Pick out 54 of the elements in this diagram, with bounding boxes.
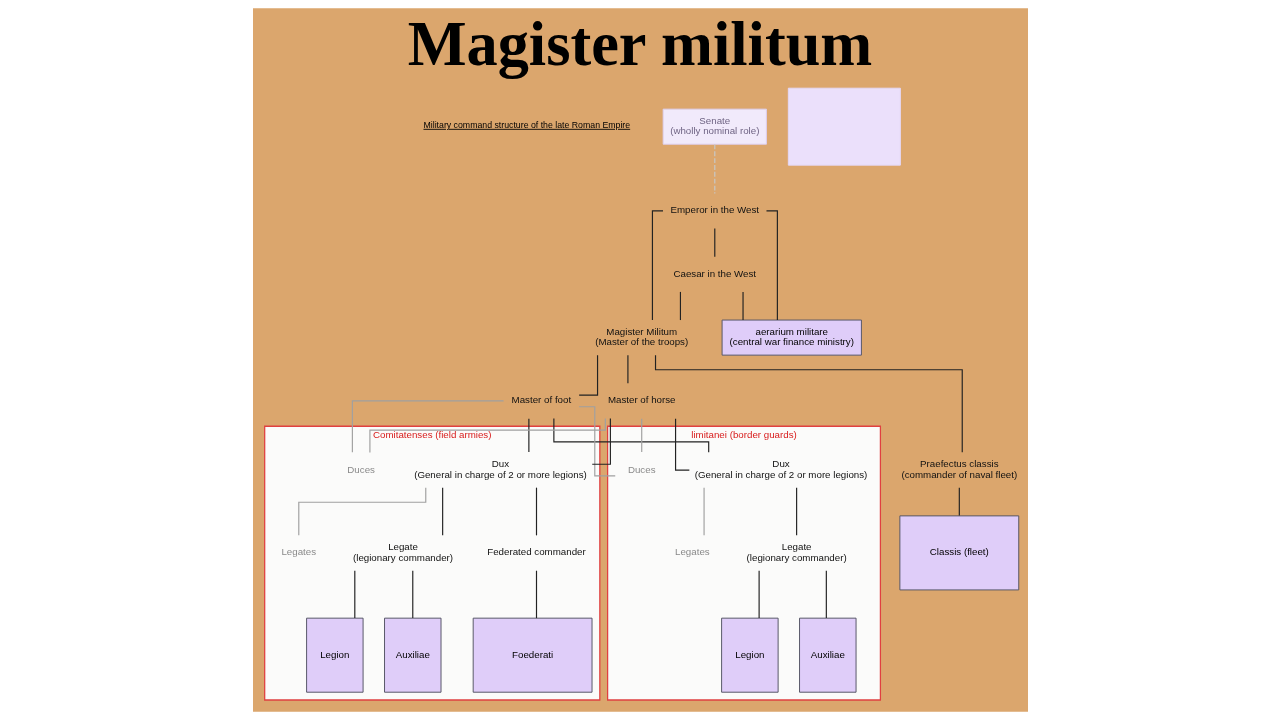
connector: [577, 406, 616, 477]
connector: [825, 570, 827, 619]
node-text: Master of horse: [607, 394, 676, 406]
connector: [535, 487, 537, 536]
node-text: Federated commander: [486, 546, 586, 558]
connector: [591, 417, 611, 465]
node-text: Caesar in the West: [672, 267, 756, 279]
connector: [679, 291, 681, 321]
node-text: Dux (General in charge of 2 or more legions): [694, 458, 867, 480]
node-box: Legion: [305, 617, 364, 693]
node-text: Legates: [674, 546, 710, 558]
connector: [741, 291, 744, 321]
connector: [626, 354, 628, 384]
node-box: Foederati: [472, 617, 592, 693]
connector: [958, 487, 960, 517]
diagram-title: Magister militum: [407, 9, 872, 78]
connector: [535, 570, 537, 619]
node-text: Duces: [627, 463, 656, 475]
connector: [713, 228, 715, 258]
label: Military command structure of the late Roman Empire: [422, 119, 630, 130]
node-text: Praefectus classis (commander of naval fleet): [900, 458, 1017, 480]
node-box: Auxiliae: [798, 617, 857, 693]
connector: [552, 417, 709, 453]
connector: [654, 354, 963, 453]
node-text: Legate (legionary commander): [352, 540, 453, 563]
node-box: Senate (wholly nominal role): [662, 108, 767, 145]
connector: [765, 210, 778, 321]
connector: [297, 487, 426, 536]
node-text: Master of foot: [511, 394, 571, 406]
node-box: Classis (fleet): [898, 515, 1019, 591]
connector: [713, 143, 715, 194]
connector: [441, 487, 443, 536]
node-box: [787, 87, 901, 166]
node-text: Duces: [346, 463, 375, 475]
connector: [527, 418, 529, 453]
node-text: Dux (General in charge of 2 or more legions): [413, 458, 587, 480]
connector: [651, 210, 664, 321]
connector: [640, 418, 642, 453]
node-text: Emperor in the West: [670, 204, 759, 216]
node-box: Legion: [720, 617, 779, 693]
node-text: Magister Militum (Master of the troops): [594, 325, 688, 348]
node-text: Legates: [280, 546, 316, 558]
connector: [758, 570, 760, 619]
connector: [795, 487, 797, 536]
connector: [674, 418, 690, 471]
connector: [353, 570, 355, 619]
connector: [368, 418, 606, 454]
connector: [578, 354, 598, 396]
connector: [703, 487, 705, 536]
node-box: Auxiliae: [383, 617, 441, 693]
connector: [351, 400, 504, 453]
node-text: Legate (legionary commander): [746, 540, 847, 563]
node-box: aerarium militare (central war finance ministry): [721, 319, 862, 356]
connector: [411, 570, 413, 619]
